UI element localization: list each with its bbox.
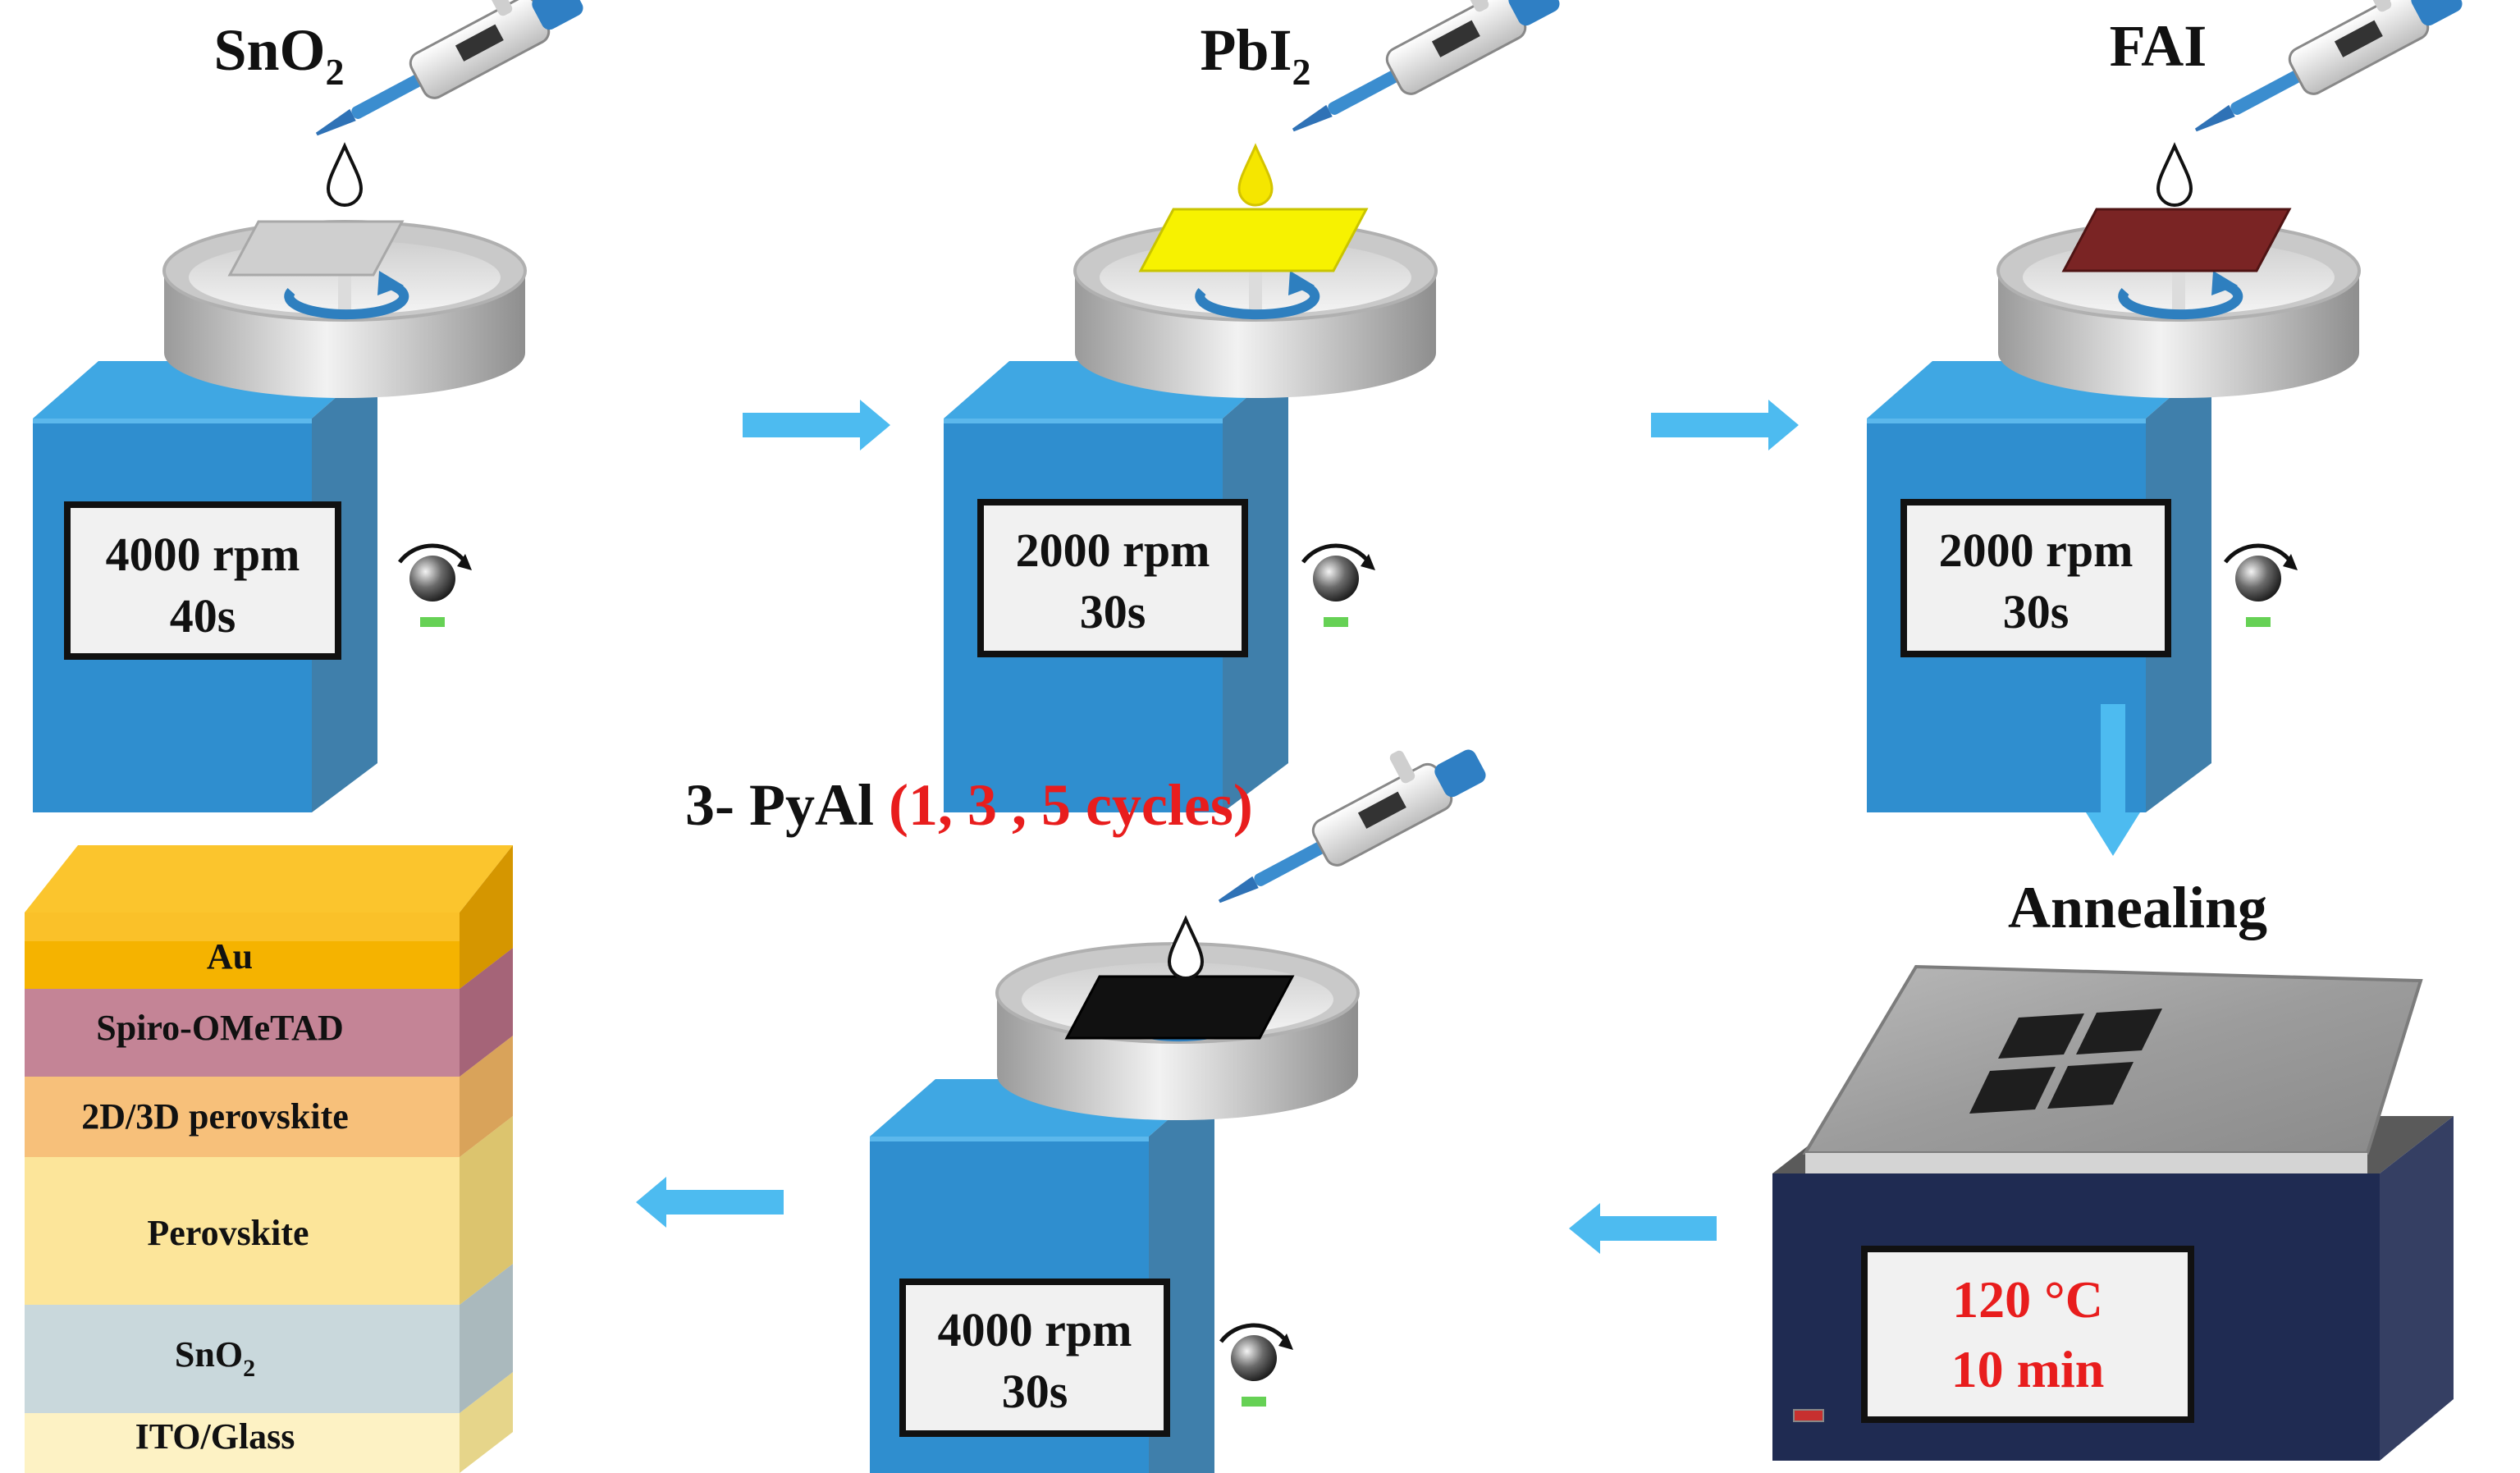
- pipette-icon: [1218, 749, 1486, 903]
- time-label: 30s: [1080, 585, 1146, 638]
- step-title: PbI2: [1200, 17, 1310, 93]
- knob-icon: [398, 543, 472, 627]
- drop-icon: [326, 142, 364, 207]
- hot-plate: [1802, 964, 2423, 1155]
- knob-icon: [2224, 543, 2298, 627]
- pipette-icon: [2194, 0, 2463, 132]
- annealing-hotplate: Annealing 120 °C 10 min: [1772, 875, 2454, 1461]
- svg-text:ITO/Glass: ITO/Glass: [135, 1416, 295, 1457]
- pipette-icon: [1292, 0, 1560, 132]
- substrate: [227, 220, 405, 277]
- arrow-left-icon: [1569, 1203, 1717, 1254]
- annealing-samples: [1969, 1009, 2162, 1114]
- display-pbi2: 2000 rpm 30s: [977, 499, 1248, 657]
- speed-label: 4000 rpm: [106, 528, 300, 581]
- display-fai: 2000 rpm 30s: [1900, 499, 2171, 657]
- annealing-title: Annealing: [2008, 875, 2267, 940]
- temperature-label: 120 °C: [1952, 1270, 2103, 1329]
- time-label: 10 min: [1951, 1340, 2105, 1398]
- drop-icon: [1237, 143, 1274, 207]
- flow-arrows: [636, 400, 2140, 1254]
- speed-label: 2000 rpm: [1939, 524, 2134, 577]
- speed-label: 4000 rpm: [938, 1303, 1132, 1356]
- indicator-light: [1793, 1409, 1824, 1422]
- device-stack: ITO/Glass SnO2 Perovskite 2D/3D perovski…: [25, 845, 513, 1473]
- step-pyal: 4000 rpm 30s 3- PyAl (1, 3 , 5 cy: [685, 749, 1486, 1473]
- annealing-display: 120 °C 10 min: [1861, 1246, 2194, 1423]
- drop-icon: [1167, 915, 1205, 980]
- knob-icon: [1219, 1323, 1293, 1407]
- substrate: [1064, 975, 1295, 1040]
- svg-text:Au: Au: [207, 936, 253, 977]
- step-title: SnO2: [213, 17, 344, 93]
- svg-text:Perovskite: Perovskite: [147, 1213, 309, 1253]
- svg-text:Spiro-OMeTAD: Spiro-OMeTAD: [96, 1008, 343, 1048]
- step-title: 3- PyAl (1, 3 , 5 cycles): [685, 772, 1253, 838]
- knob-icon: [1301, 543, 1375, 627]
- arrow-right-icon: [1651, 400, 1799, 451]
- arrow-left-icon: [636, 1177, 784, 1228]
- pipette-icon: [315, 0, 583, 136]
- arrow-down-icon: [2086, 704, 2140, 856]
- step-title: FAI: [2110, 13, 2207, 79]
- svg-text:2D/3D perovskite: 2D/3D perovskite: [81, 1096, 349, 1137]
- display-sno2: 4000 rpm 40s: [64, 501, 341, 660]
- substrate: [2061, 208, 2292, 272]
- substrate: [1138, 208, 1369, 272]
- step-fai: 2000 rpm 30s FAI: [1867, 0, 2463, 812]
- time-label: 40s: [170, 589, 236, 643]
- time-label: 30s: [1002, 1365, 1068, 1418]
- layer-au: Au: [25, 845, 513, 989]
- drop-icon: [2156, 142, 2193, 207]
- time-label: 30s: [2003, 585, 2070, 638]
- step-pbi2: 2000 rpm 30s PbI2: [944, 0, 1560, 812]
- arrow-right-icon: [743, 400, 890, 451]
- speed-label: 2000 rpm: [1016, 524, 1210, 577]
- svg-text:SnO2: SnO2: [175, 1334, 255, 1382]
- step-sno2: 4000 rpm 40s SnO2: [33, 0, 583, 812]
- display-pyal: 4000 rpm 30s: [899, 1279, 1170, 1437]
